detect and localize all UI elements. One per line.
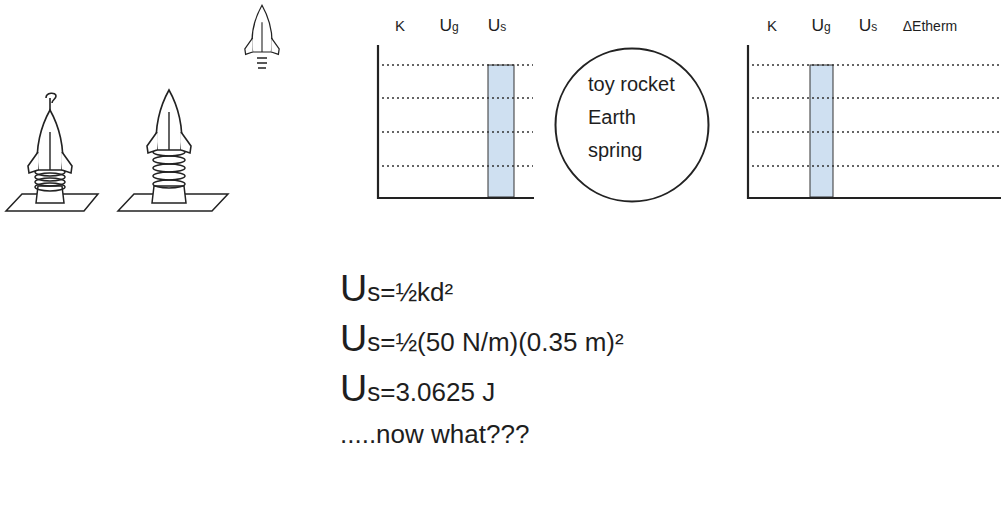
energy-bar-chart — [378, 45, 534, 198]
axis-label: Ug — [439, 16, 458, 35]
note: .....now what??? — [340, 420, 529, 449]
system-member: Earth — [588, 106, 710, 129]
energy-bar — [488, 65, 514, 197]
axis-label: K — [395, 18, 405, 35]
equation: Us=½(50 N/m)(0.35 m)² — [340, 318, 624, 359]
rocket-launching — [147, 90, 191, 153]
axis-label: K — [767, 18, 777, 35]
system-member: spring — [588, 139, 710, 162]
system-circle: toy rocketEarth spring — [554, 47, 710, 203]
energy-bar-chart — [748, 45, 1001, 198]
compressed-spring — [35, 168, 65, 203]
energy-bar — [810, 65, 833, 197]
axis-label: ΔEtherm — [903, 19, 957, 34]
axis-label: Us — [859, 16, 878, 35]
rocket-flying — [245, 5, 279, 68]
axis-label: Us — [488, 16, 507, 35]
equation: Us=3.0625 J — [340, 368, 495, 409]
extended-spring — [152, 148, 186, 203]
axis-label: Ug — [811, 16, 830, 35]
rocket-loaded — [28, 93, 72, 173]
system-member: toy rocket — [588, 73, 710, 96]
equation: Us=½kd² — [340, 268, 453, 309]
